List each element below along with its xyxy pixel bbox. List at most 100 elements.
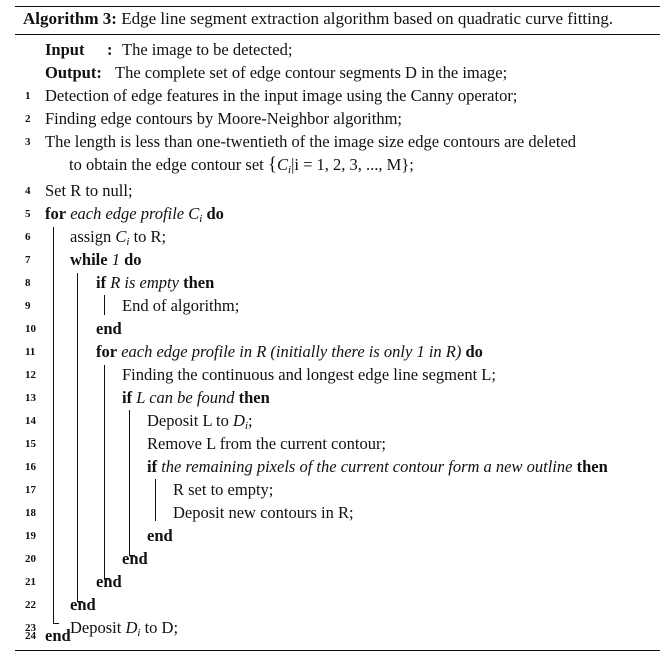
line-text: assign Ci to R; xyxy=(70,227,167,248)
input-sep: : xyxy=(107,40,113,59)
line-text: end xyxy=(70,595,96,614)
algorithm-line-4: 4 Set R to null; xyxy=(15,180,660,202)
line-text: if R is empty then xyxy=(96,273,215,292)
line-number: 13 xyxy=(25,392,36,404)
algorithm-line-7: 7 while 1 do xyxy=(15,249,660,271)
line-number: 19 xyxy=(25,530,36,542)
while-block-bar xyxy=(77,273,78,601)
line-number: 3 xyxy=(25,136,31,148)
inner-for-block-hook xyxy=(104,578,110,579)
line-number: 22 xyxy=(25,599,36,611)
for-block-hook xyxy=(53,623,59,624)
caption-text: Edge line segment extraction algorithm b… xyxy=(121,9,614,28)
algorithm-line-17: 17 R set to empty; xyxy=(15,479,660,501)
line-number: 9 xyxy=(25,300,31,312)
top-rule xyxy=(15,6,660,7)
while-block-hook xyxy=(77,601,83,602)
set-expression: {Ci|i = 1, 2, 3, ..., M}; xyxy=(267,154,414,176)
if-found-block-hook xyxy=(129,555,135,556)
line-text: if the remaining pixels of the current c… xyxy=(147,457,608,476)
algorithm-line-3: 3 The length is less than one-twentieth … xyxy=(15,131,660,153)
algorithm-line-3-continued: to obtain the edge contour set {Ci|i = 1… xyxy=(15,154,660,176)
continuation-text: to obtain the edge contour set xyxy=(69,155,264,174)
algorithm-line-24: 24 end xyxy=(15,625,660,647)
algorithm-line-8: 8 if R is empty then xyxy=(15,272,660,294)
algorithm-line-21: 21 end xyxy=(15,571,660,593)
if-remaining-block-bar xyxy=(155,479,156,521)
line-text: end xyxy=(96,572,122,591)
algorithm-line-10: 10 end xyxy=(15,318,660,340)
line-text: Deposit Di to D; xyxy=(70,618,179,639)
algorithm-caption: Algorithm 3: Edge line segment extractio… xyxy=(15,7,660,34)
algorithm-line-6: 6 assign Ci to R; xyxy=(15,226,660,248)
caption-rule xyxy=(15,34,660,35)
input-text: The image to be detected; xyxy=(122,40,293,59)
line-number: 14 xyxy=(25,415,36,427)
line-text: Finding edge contours by Moore-Neighbor … xyxy=(45,109,402,128)
algorithm-line-20: 20 end xyxy=(15,548,660,570)
line-text: for each edge profile in R (initially th… xyxy=(96,342,483,361)
output-label: Output: xyxy=(45,63,102,82)
algorithm-line-9: 9 End of algorithm; xyxy=(15,295,660,317)
line-text: Deposit L to Di; xyxy=(147,411,253,432)
line-text: end xyxy=(45,626,71,645)
line-number: 23 xyxy=(25,622,36,634)
algorithm-line-16: 16 if the remaining pixels of the curren… xyxy=(15,456,660,478)
line-number: 11 xyxy=(25,346,36,358)
algorithm-line-12: 12 Finding the continuous and longest ed… xyxy=(15,364,660,386)
line-number: 12 xyxy=(25,369,36,381)
line-number: 18 xyxy=(25,507,36,519)
line-text-continued: to obtain the edge contour set {Ci|i = 1… xyxy=(69,154,414,181)
input-label: Input xyxy=(45,40,85,59)
algorithm-line-1: 1 Detection of edge features in the inpu… xyxy=(15,85,660,107)
line-text: end xyxy=(147,526,173,545)
algorithm-line-13: 13 if L can be found then xyxy=(15,387,660,409)
line-text: while 1 do xyxy=(70,250,142,269)
line-text: The length is less than one-twentieth of… xyxy=(45,132,577,151)
if-found-block-bar xyxy=(129,410,130,555)
algorithm-line-15: 15 Remove L from the current contour; xyxy=(15,433,660,455)
line-number: 21 xyxy=(25,576,36,588)
algorithm-line-5: 5 for each edge profile Ci do xyxy=(15,203,660,225)
line-number: 4 xyxy=(25,185,31,197)
line-text: Detection of edge features in the input … xyxy=(45,86,518,105)
input-line: Input : The image to be detected; xyxy=(15,39,660,61)
algorithm-line-23: 23 Deposit Di to D; xyxy=(15,617,660,639)
line-number: 6 xyxy=(25,231,31,243)
line-number: 2 xyxy=(25,113,31,125)
algorithm-line-18: 18 Deposit new contours in R; xyxy=(15,502,660,524)
line-text: Set R to null; xyxy=(45,181,133,200)
output-line: Output: The complete set of edge contour… xyxy=(15,62,660,84)
algorithm-line-22: 22 end xyxy=(15,594,660,616)
algorithm-line-19: 19 end xyxy=(15,525,660,547)
line-number: 24 xyxy=(25,630,36,642)
line-text: end xyxy=(96,319,122,338)
if-empty-block-bar xyxy=(104,295,105,315)
algorithm-line-2: 2 Finding edge contours by Moore-Neighbo… xyxy=(15,108,660,130)
inner-for-block-bar xyxy=(104,365,105,578)
line-text: end xyxy=(122,549,148,568)
line-text: Deposit new contours in R; xyxy=(173,503,354,522)
line-number: 8 xyxy=(25,277,31,289)
output-text: The complete set of edge contour segment… xyxy=(115,63,508,82)
algorithm-line-14: 14 Deposit L to Di; xyxy=(15,410,660,432)
line-number: 17 xyxy=(25,484,36,496)
line-number: 7 xyxy=(25,254,31,266)
line-number: 1 xyxy=(25,90,31,102)
line-text: Finding the continuous and longest edge … xyxy=(122,365,496,384)
line-number: 20 xyxy=(25,553,36,565)
algorithm-line-11: 11 for each edge profile in R (initially… xyxy=(15,341,660,363)
line-text: for each edge profile Ci do xyxy=(45,204,224,225)
line-number: 10 xyxy=(25,323,36,335)
line-text: if L can be found then xyxy=(122,388,270,407)
for-block-bar xyxy=(53,227,54,624)
line-text: R set to empty; xyxy=(173,480,274,499)
caption-label: Algorithm 3: xyxy=(23,9,117,28)
line-text: End of algorithm; xyxy=(122,296,240,315)
line-number: 15 xyxy=(25,438,36,450)
algorithm-box: Algorithm 3: Edge line segment extractio… xyxy=(15,6,660,651)
line-number: 5 xyxy=(25,208,31,220)
line-text: Remove L from the current contour; xyxy=(147,434,387,453)
line-number: 16 xyxy=(25,461,36,473)
algorithm-body: Input : The image to be detected; Output… xyxy=(15,35,660,639)
